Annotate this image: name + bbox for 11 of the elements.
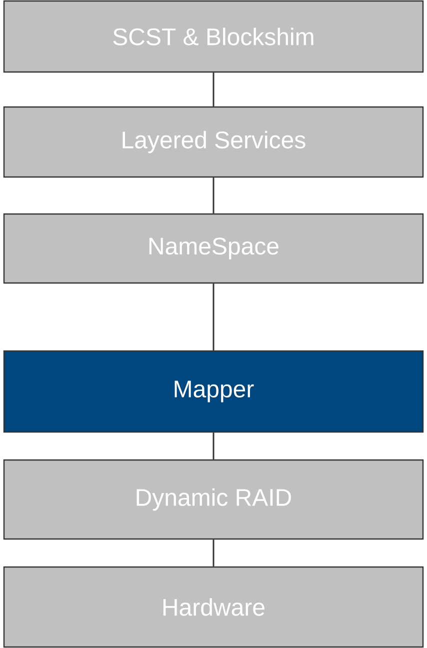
connector-line <box>212 432 214 460</box>
layer-box: SCST & Blockshim <box>3 0 424 73</box>
layer-box: Dynamic RAID <box>3 459 424 540</box>
layer-box: NameSpace <box>3 213 424 284</box>
layer-box: Mapper <box>3 350 424 433</box>
connector-line <box>212 540 214 566</box>
connector-line <box>212 284 214 350</box>
connector-line <box>212 72 214 106</box>
layer-box: Hardware <box>3 566 424 648</box>
layer-box: Layered Services <box>3 106 424 178</box>
connector-line <box>212 178 214 214</box>
